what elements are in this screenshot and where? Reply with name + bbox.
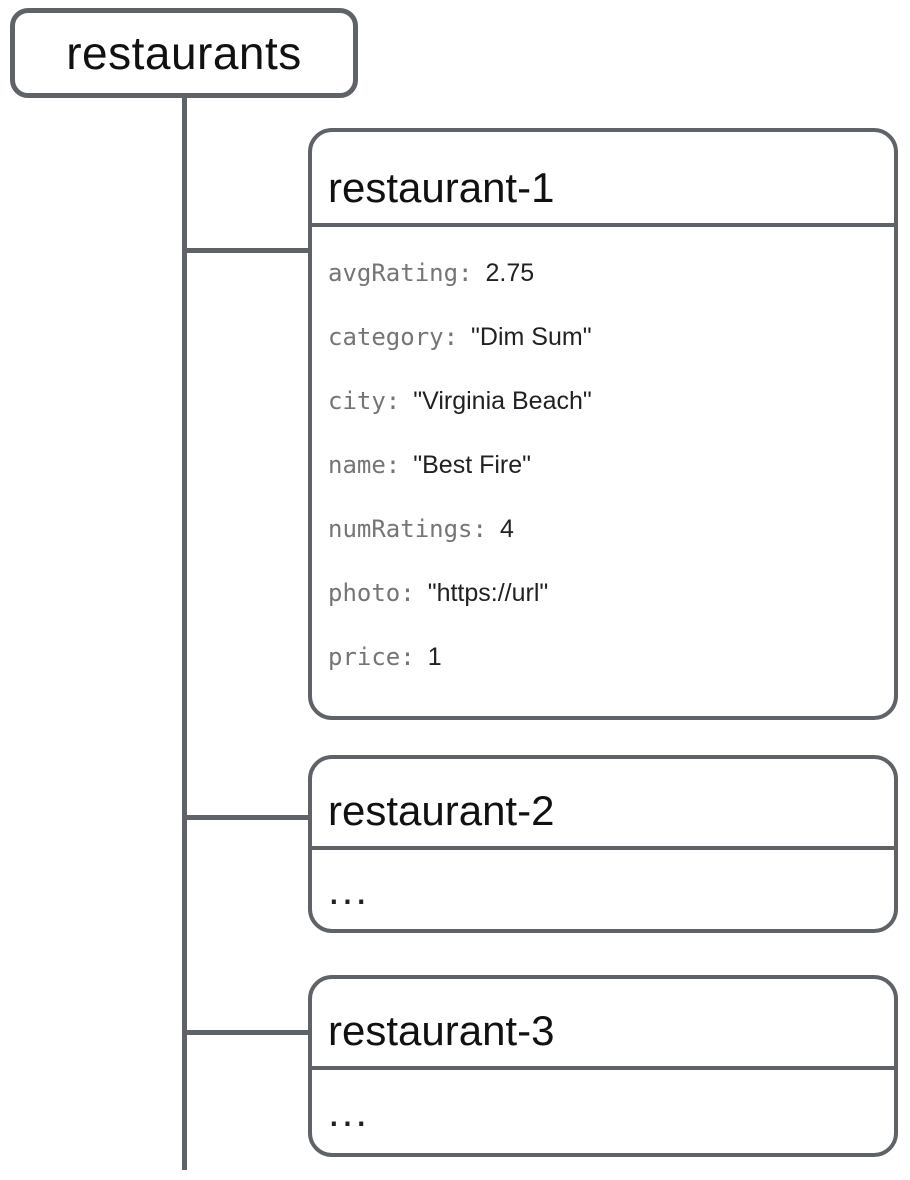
- field-row: numRatings: 4: [328, 497, 894, 561]
- field-key: photo:: [328, 579, 415, 607]
- document-header: restaurant-3: [312, 979, 894, 1070]
- field-row: category: "Dim Sum": [328, 305, 894, 369]
- field-key: avgRating:: [328, 259, 473, 287]
- collection-label: restaurants: [66, 27, 302, 79]
- document-node-restaurant-2: restaurant-2 ...: [308, 755, 898, 933]
- document-title: restaurant-3: [328, 1007, 555, 1054]
- field-value: "Virginia Beach": [413, 386, 592, 415]
- field-value: 4: [499, 514, 514, 543]
- collapsed-fields-ellipsis: ...: [328, 865, 370, 913]
- field-row: avgRating: 2.75: [328, 241, 894, 305]
- field-value: "Best Fire": [413, 450, 532, 479]
- document-node-restaurant-1: restaurant-1 avgRating: 2.75 category: "…: [308, 128, 898, 720]
- document-title: restaurant-1: [328, 164, 555, 211]
- document-fields-collapsed: ...: [312, 1070, 894, 1153]
- tree-connector-restaurant-3: [184, 1030, 310, 1035]
- field-key: numRatings:: [328, 515, 487, 543]
- document-fields-collapsed: ...: [312, 850, 894, 929]
- document-title: restaurant-2: [328, 787, 555, 834]
- field-key: city:: [328, 387, 401, 415]
- document-header: restaurant-1: [312, 132, 894, 227]
- field-key: name:: [328, 451, 401, 479]
- field-key: price:: [328, 643, 415, 671]
- document-header: restaurant-2: [312, 759, 894, 850]
- field-value: "https://url": [427, 578, 549, 607]
- field-row: city: "Virginia Beach": [328, 369, 894, 433]
- field-value: 2.75: [485, 258, 535, 287]
- tree-trunk-line: [182, 97, 187, 1170]
- document-fields: avgRating: 2.75 category: "Dim Sum" city…: [312, 227, 894, 716]
- field-row: photo: "https://url": [328, 561, 894, 625]
- field-row: name: "Best Fire": [328, 433, 894, 497]
- field-value: "Dim Sum": [471, 322, 592, 351]
- field-row: price: 1: [328, 625, 894, 689]
- document-node-restaurant-3: restaurant-3 ...: [308, 975, 898, 1157]
- tree-connector-restaurant-1: [184, 248, 310, 253]
- collection-node-restaurants: restaurants: [10, 8, 358, 98]
- field-key: category:: [328, 323, 459, 351]
- tree-connector-restaurant-2: [184, 815, 310, 820]
- field-value: 1: [427, 642, 442, 671]
- collapsed-fields-ellipsis: ...: [328, 1087, 370, 1135]
